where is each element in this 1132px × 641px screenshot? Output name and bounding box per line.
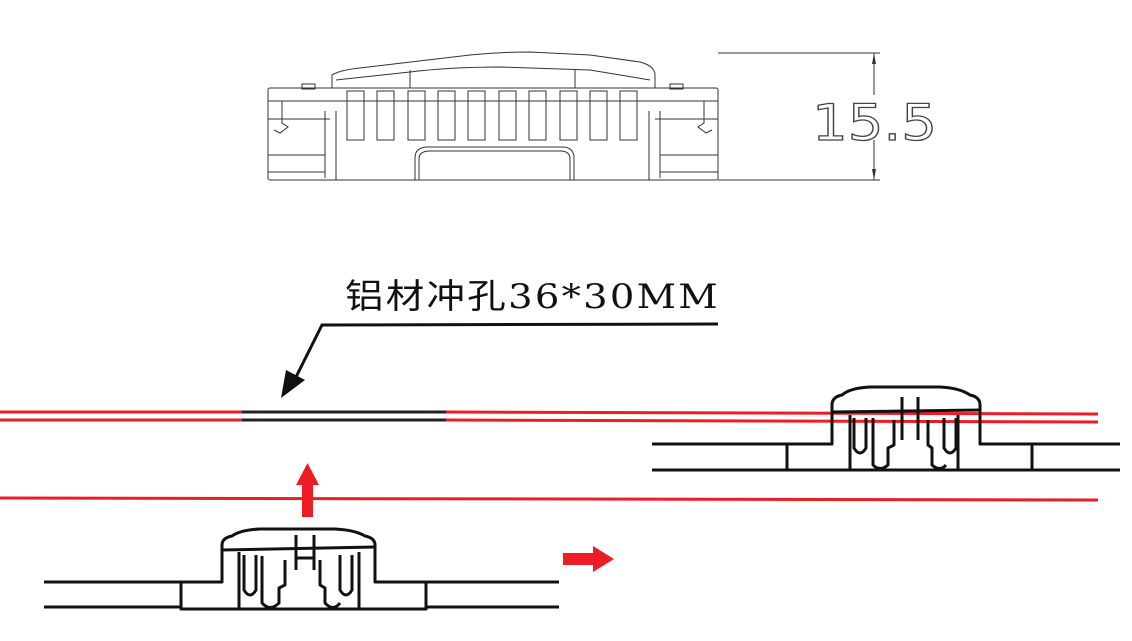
annotation-label: 铝材冲孔36*30MM [345,277,720,317]
cooling-fins [346,90,638,141]
installed-view [652,385,1120,472]
up-arrow-icon [296,463,319,517]
callout-arrowhead [281,370,305,398]
dimension-height-label: 15.5 [812,94,937,152]
annotation-callout: 铝材冲孔36*30MM [281,277,720,398]
device-side-elevation: 15.5 [267,51,938,181]
right-arrow-icon [563,546,614,572]
aluminum-profile [0,410,1099,502]
removal-view [44,527,559,611]
